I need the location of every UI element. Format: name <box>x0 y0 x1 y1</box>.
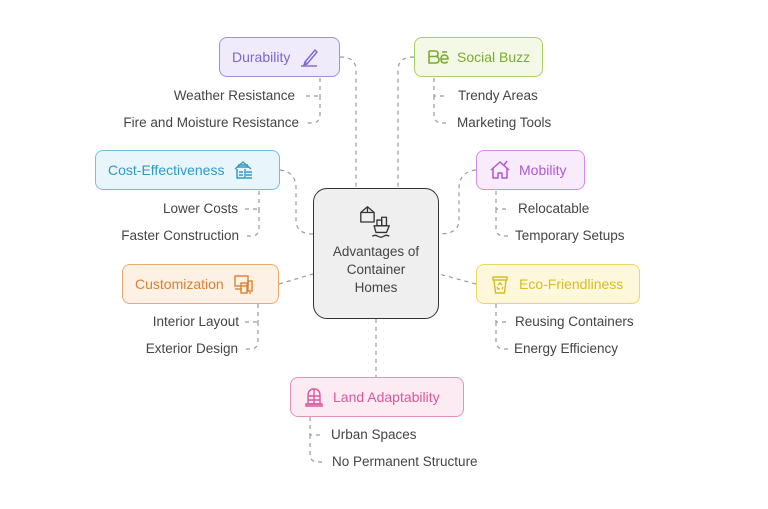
container-ship-icon <box>360 206 390 238</box>
node-eco-friendliness[interactable]: Eco-Friendliness <box>476 264 640 304</box>
connector-social-buzz <box>397 56 415 188</box>
node-cost-effectiveness-label: Cost-Effectiveness <box>108 162 225 178</box>
bracket-land <box>309 417 322 463</box>
leaf-exterior-design: Exterior Design <box>145 341 238 356</box>
bracket-eco <box>495 304 508 350</box>
leaf-reusing-containers: Reusing Containers <box>515 314 634 329</box>
node-cost-effectiveness[interactable]: Cost-Effectiveness <box>95 150 280 190</box>
connector-eco-friendliness <box>438 273 477 285</box>
building-icon <box>305 388 323 407</box>
house-money-icon <box>235 161 253 179</box>
node-durability[interactable]: Durability <box>219 37 340 77</box>
node-customization-label: Customization <box>135 276 224 292</box>
bracket-cost <box>245 191 260 237</box>
leaf-urban-spaces: Urban Spaces <box>331 427 417 442</box>
leaf-temporary-setups: Temporary Setups <box>515 228 625 243</box>
leaf-relocatable: Relocatable <box>518 201 590 216</box>
leaf-weather-resistance: Weather Resistance <box>173 88 295 103</box>
leaf-energy-efficiency: Energy Efficiency <box>514 341 619 356</box>
bracket-mobility <box>495 191 508 237</box>
behance-icon <box>428 50 449 64</box>
node-social-buzz[interactable]: Social Buzz <box>414 37 543 77</box>
connector-mobility <box>438 169 477 235</box>
leaf-lower-costs: Lower Costs <box>162 201 238 216</box>
node-mobility[interactable]: Mobility <box>476 150 585 190</box>
leaf-trendy-areas: Trendy Areas <box>458 88 538 103</box>
node-land-adaptability[interactable]: Land Adaptability <box>290 377 464 417</box>
node-land-adaptability-label: Land Adaptability <box>333 389 440 405</box>
leaf-no-permanent-structure: No Permanent Structure <box>332 454 478 469</box>
leaf-interior-layout: Interior Layout <box>152 314 239 329</box>
node-customization[interactable]: Customization <box>122 264 279 304</box>
node-mobility-label: Mobility <box>519 162 567 178</box>
recycle-bin-icon <box>492 276 508 294</box>
node-durability-label: Durability <box>232 49 291 65</box>
central-topic[interactable]: Advantages of Container Homes <box>313 188 439 319</box>
connector-customization <box>278 273 314 285</box>
connector-durability <box>339 56 357 188</box>
devices-icon <box>234 275 253 294</box>
leaf-faster-construction: Faster Construction <box>121 228 239 243</box>
pen-tool-icon <box>301 48 319 67</box>
node-social-buzz-label: Social Buzz <box>457 49 531 65</box>
connector-cost-effectiveness <box>279 169 314 235</box>
bracket-durability <box>306 78 321 124</box>
leaf-fire-moisture-resistance: Fire and Moisture Resistance <box>123 115 299 130</box>
leaf-marketing-tools: Marketing Tools <box>457 115 552 130</box>
home-icon <box>490 160 510 179</box>
bracket-social-buzz <box>433 78 446 124</box>
node-eco-friendliness-label: Eco-Friendliness <box>519 276 624 292</box>
bracket-customization <box>245 304 259 350</box>
central-topic-title: Advantages of Container Homes <box>332 244 420 295</box>
